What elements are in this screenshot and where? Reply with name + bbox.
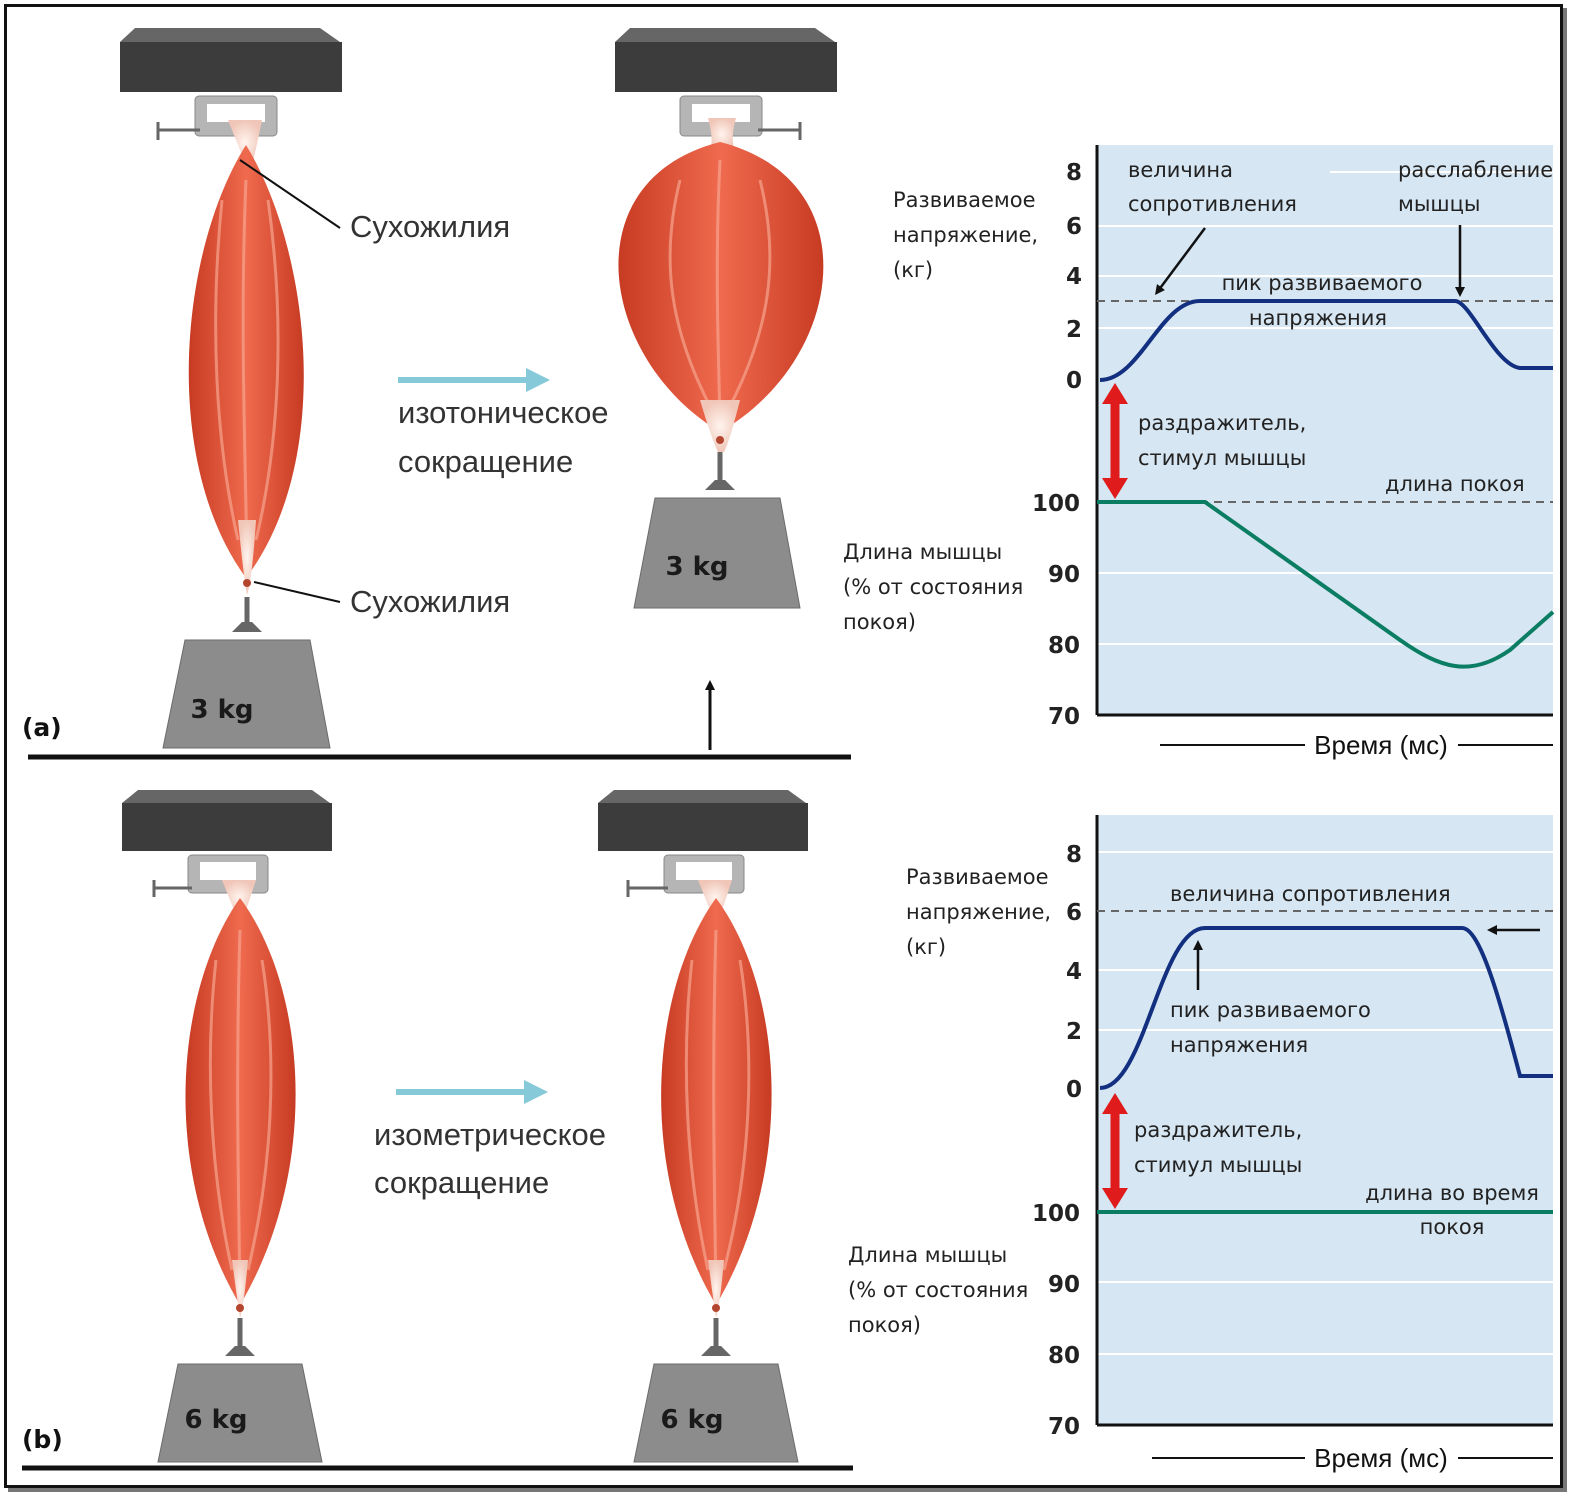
tick-label: 2: [1066, 317, 1082, 343]
tick-label: 80: [1048, 633, 1080, 659]
tendon-label-top: Сухожилия: [350, 209, 510, 244]
chart-b: [1095, 815, 1553, 1459]
x-axis-label-time: Время (мс): [1314, 730, 1448, 760]
annotation-peak: напряжения: [1249, 306, 1387, 330]
contraction-type-b-line1: изометрическое: [374, 1117, 606, 1152]
tick-label: 2: [1066, 1019, 1082, 1045]
annotation-stimulus: раздражитель,: [1138, 411, 1306, 435]
contraction-arrow-b: [396, 1080, 548, 1104]
ceiling-block: [120, 42, 342, 92]
tick-label: 6: [1066, 214, 1082, 240]
tick-label: 8: [1066, 842, 1082, 868]
muscle-belly-contracted: [618, 142, 824, 432]
contraction-type-a-line2: сокращение: [398, 444, 573, 479]
weight-label: 3 kg: [190, 695, 253, 725]
annotation-peak: пик развиваемого: [1170, 998, 1371, 1022]
contraction-type-a-line1: изотоническое: [398, 395, 609, 430]
stimulus-arrow: [1102, 1093, 1128, 1209]
annotation-relaxation: расслабление: [1398, 158, 1553, 182]
tick-label: 4: [1066, 959, 1082, 985]
stimulus-arrow: [1102, 383, 1128, 499]
tick-label: 80: [1048, 1343, 1080, 1369]
annotation-resistance: сопротивления: [1128, 192, 1297, 216]
tick-label: 0: [1066, 1077, 1082, 1103]
contraction-arrow-a: [398, 368, 550, 392]
contraction-type-b-line2: сокращение: [374, 1165, 549, 1200]
tick-label: 90: [1048, 562, 1080, 588]
muscle-setup-a-after: 3 kg: [615, 28, 837, 609]
muscle-setup-a-before: 3 kg Сухожилия Сухожилия (a): [22, 28, 510, 749]
y-axis-label-tension: напряжение,: [906, 900, 1051, 924]
muscle-setup-b-before: 6 kg (b): [22, 790, 332, 1463]
tension-curve: [1099, 299, 1553, 382]
tick-label: 6: [1066, 900, 1082, 926]
x-axis-label-time: Время (мс): [1314, 1443, 1448, 1473]
tick-label: 8: [1066, 160, 1082, 186]
tension-curve: [1099, 926, 1553, 1090]
tick-label: 0: [1066, 368, 1082, 394]
tendon-top: [228, 120, 262, 165]
weight-label: 6 kg: [184, 1405, 247, 1435]
y-axis-label-length: (% от состояния: [848, 1278, 1028, 1302]
y-axis-label-tension: напряжение,: [893, 223, 1038, 247]
muscle-setup-b-after: 6 kg: [598, 790, 808, 1463]
annotation-peak: напряжения: [1170, 1033, 1308, 1057]
y-axis-label-length: покоя): [843, 610, 916, 634]
annotation-stimulus: стимул мышцы: [1138, 446, 1306, 470]
length-curve: [1097, 500, 1555, 669]
y-axis-label-tension: (кг): [893, 258, 933, 282]
weight-label: 3 kg: [665, 552, 728, 582]
tick-label: 4: [1066, 264, 1082, 290]
annotation-relaxation: мышцы: [1398, 192, 1481, 216]
annotation-resistance: величина сопротивления: [1170, 882, 1451, 906]
y-axis-label-length: Длина мышцы: [843, 540, 1002, 564]
figure-frame: [4, 4, 1563, 1488]
annotation-peak: пик развиваемого: [1222, 271, 1423, 295]
chart-a-background: [1097, 145, 1553, 715]
tick-label: 100: [1032, 1201, 1080, 1227]
annotation-rest-length: длина покоя: [1385, 472, 1525, 496]
y-axis-label-tension: Развиваемое: [906, 865, 1049, 889]
tick-label: 100: [1032, 491, 1080, 517]
annotation-stimulus: раздражитель,: [1134, 1118, 1302, 1142]
chart-b-background: [1097, 815, 1553, 1425]
annotation-stimulus: стимул мышцы: [1134, 1153, 1302, 1177]
y-axis-label-length: покоя): [848, 1313, 921, 1337]
weight-block: [162, 639, 331, 749]
weight-label: 6 kg: [660, 1405, 723, 1435]
tick-label: 70: [1048, 704, 1080, 730]
tick-label: 70: [1048, 1414, 1080, 1440]
y-axis-label-tension: Развиваемое: [893, 188, 1036, 212]
annotation-resistance: величина: [1128, 158, 1233, 182]
y-axis-label-length: Длина мышцы: [848, 1243, 1007, 1267]
annotation-rest-length: покоя: [1420, 1215, 1485, 1239]
panel-label-b: (b): [22, 1425, 63, 1454]
chart-a: [1095, 145, 1555, 746]
tendon-label-bottom: Сухожилия: [350, 584, 510, 619]
y-axis-label-tension: (кг): [906, 935, 946, 959]
panel-label-a: (a): [22, 713, 62, 742]
tick-label: 90: [1048, 1272, 1080, 1298]
y-axis-label-length: (% от состояния: [843, 575, 1023, 599]
annotation-rest-length: длина во время: [1365, 1181, 1539, 1205]
